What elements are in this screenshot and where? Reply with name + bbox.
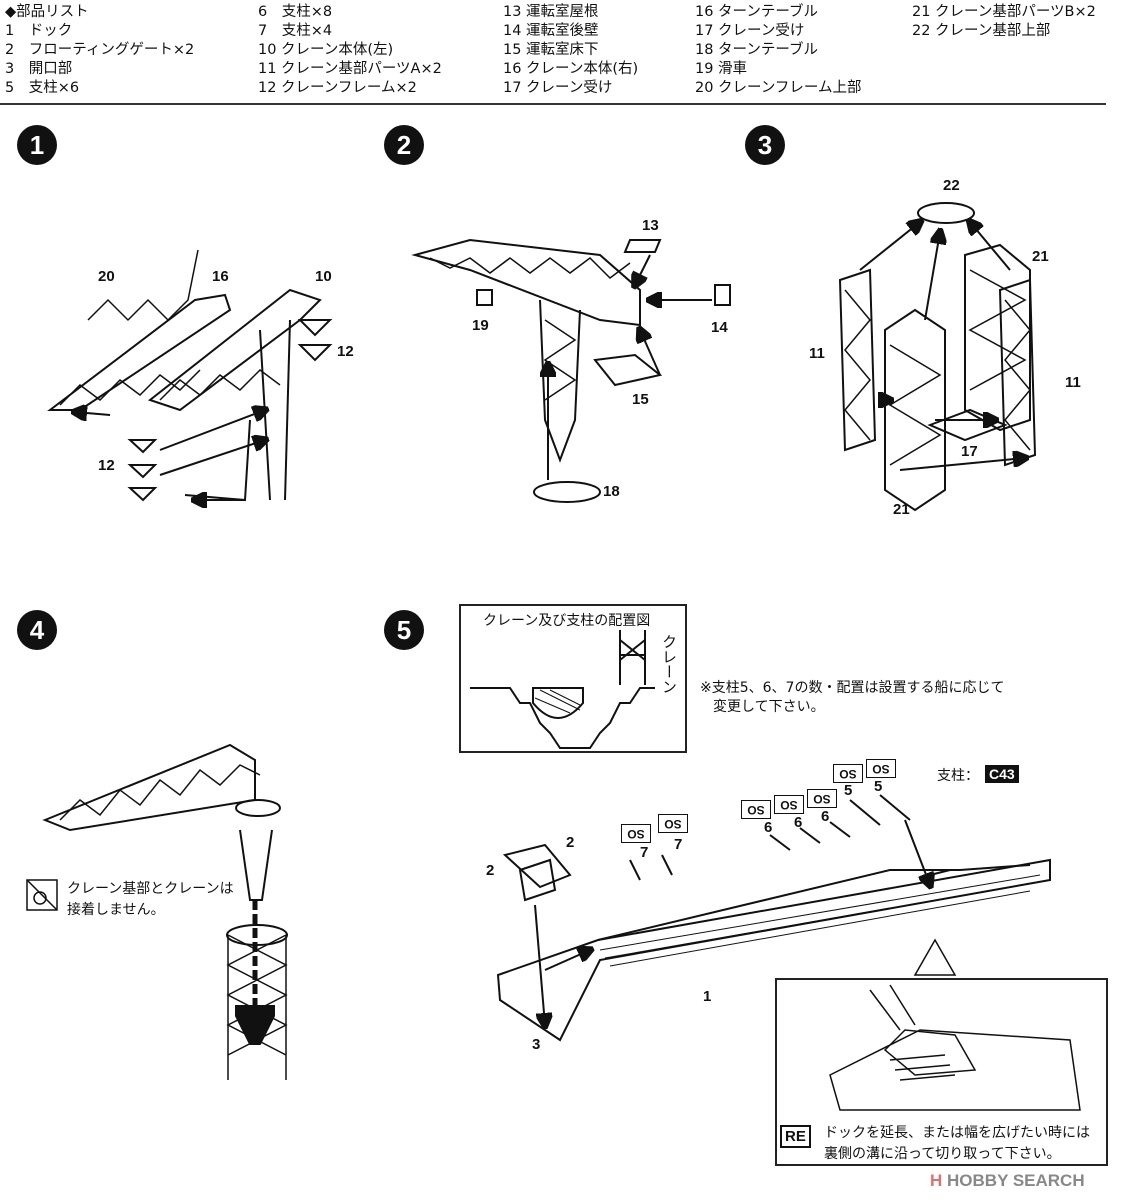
part-label: 13: [642, 217, 659, 234]
pillar-code-badge: C43: [985, 765, 1019, 783]
part-item: 21 クレーン基部パーツB×2: [912, 4, 1096, 20]
pillar-label: 7: [640, 844, 649, 861]
step-marker-2: 2: [384, 125, 424, 165]
detail-dock-drawing: [829, 984, 1081, 1111]
part-label: 3: [532, 1036, 541, 1053]
pillar-label: 5: [874, 778, 883, 795]
re-badge: RE: [780, 1125, 811, 1148]
part-item: 11 クレーン基部パーツA×2: [258, 61, 442, 77]
part-item: 12 クレーンフレーム×2: [258, 80, 417, 96]
part-item: 22 クレーン基部上部: [912, 23, 1051, 39]
pillar-label: 7: [674, 836, 683, 853]
part-item: 7 支柱×4: [258, 23, 333, 39]
part-item: 3 開口部: [5, 61, 73, 77]
pillar-label: 6: [794, 814, 803, 831]
pillar-code-label: 支柱：: [937, 768, 979, 784]
parts-list-column-5: 21 クレーン基部パーツB×2 22 クレーン基部上部: [912, 3, 1096, 41]
part-label: 1: [703, 988, 712, 1005]
part-label: 20: [98, 268, 115, 285]
parts-list-column-1: ◆部品リスト 1 ドック 2 フローティングゲート×2 3 開口部 5 支柱×6: [5, 3, 194, 98]
so-sticker: SO: [658, 814, 688, 833]
no-glue-note-line2: 接着しません。: [67, 902, 165, 918]
inset-crane-label: クレーン: [660, 634, 678, 694]
parts-list-title: ◆部品リスト: [5, 4, 89, 20]
placement-diagram-inset: クレーン及び支柱の配置図 クレーン: [459, 604, 687, 753]
step4-crane-assembly-drawing: [42, 743, 288, 1080]
part-item: 17 クレーン受け: [695, 23, 805, 39]
part-label: 2: [566, 834, 575, 851]
divider: [0, 103, 1106, 105]
part-label: 15: [632, 391, 649, 408]
part-label: 12: [337, 343, 354, 360]
part-item: 17 クレーン受け: [503, 80, 613, 96]
so-sticker: SO: [866, 759, 896, 778]
part-item: 15 運転室床下: [503, 42, 599, 58]
re-note-line1: ドックを延長、または幅を広げたい時には: [824, 1125, 1090, 1141]
part-item: 18 ターンテーブル: [695, 42, 818, 58]
watermark: H HOBBY SEARCH: [930, 1171, 1085, 1191]
re-note-line2: 裏側の溝に沿って切り取って下さい。: [824, 1146, 1061, 1162]
step-marker-5: 5: [384, 610, 424, 650]
inset-title: クレーン及び支柱の配置図: [483, 613, 651, 629]
so-sticker: SO: [741, 800, 771, 819]
watermark-logo: H: [930, 1171, 943, 1190]
pillar-note-line1: ※支柱5、6、7の数・配置は設置する船に応じて: [700, 680, 1005, 696]
part-label: 17: [961, 443, 978, 460]
pillar-label: 5: [844, 782, 853, 799]
pillar-label: 6: [764, 819, 773, 836]
parts-list-column-2: 6 支柱×8 7 支柱×4 10 クレーン本体(左) 11 クレーン基部パーツA…: [258, 3, 442, 98]
step3-crane-base-drawing: [838, 202, 1037, 512]
part-label: 11: [1065, 374, 1081, 391]
part-item: 2 フローティングゲート×2: [5, 42, 195, 58]
part-item: 13 運転室屋根: [503, 4, 599, 20]
no-glue-note-line1: クレーン基部とクレーンは: [67, 881, 234, 897]
part-item: 14 運転室後壁: [503, 23, 599, 39]
part-item: 19 滑車: [695, 61, 748, 77]
part-label: 2: [486, 862, 495, 879]
so-sticker: SO: [807, 789, 837, 808]
part-item: 10 クレーン本体(左): [258, 42, 394, 58]
part-label: 16: [212, 268, 229, 285]
pillar-label: 6: [821, 808, 830, 825]
part-label: 22: [943, 177, 960, 194]
step2-crane-body-drawing: [411, 238, 731, 503]
step1-crane-frame-drawing: [47, 249, 333, 500]
part-label: 10: [315, 268, 332, 285]
step-marker-1: 1: [17, 125, 57, 165]
inset-dock-cross-section: [470, 630, 655, 749]
part-label: 18: [603, 483, 620, 500]
so-sticker: SO: [621, 824, 651, 843]
part-item: 16 クレーン本体(右): [503, 61, 639, 77]
step-marker-3: 3: [745, 125, 785, 165]
part-label: 21: [1032, 248, 1049, 265]
watermark-text: HOBBY SEARCH: [947, 1171, 1085, 1190]
pillar-note-line2: 変更して下さい。: [713, 699, 825, 715]
dock-detail-box: [775, 978, 1108, 1166]
part-label: 19: [472, 317, 489, 334]
parts-list-column-3: 13 運転室屋根 14 運転室後壁 15 運転室床下 16 クレーン本体(右) …: [503, 3, 638, 98]
part-label: 11: [809, 345, 825, 362]
so-sticker: SO: [833, 764, 863, 783]
so-sticker: SO: [774, 795, 804, 814]
part-item: 16 ターンテーブル: [695, 4, 818, 20]
no-glue-icon: [26, 879, 58, 911]
part-label: 21: [893, 501, 910, 518]
part-item: 6 支柱×8: [258, 4, 333, 20]
part-item: 5 支柱×6: [5, 80, 80, 96]
part-label: 14: [711, 319, 728, 336]
step5-dock-drawing: [496, 794, 1051, 1042]
part-item: 1 ドック: [5, 23, 73, 39]
part-label: 12: [98, 457, 115, 474]
parts-list-column-4: 16 ターンテーブル 17 クレーン受け 18 ターンテーブル 19 滑車 20…: [695, 3, 861, 98]
part-item: 20 クレーンフレーム上部: [695, 80, 862, 96]
step-marker-4: 4: [17, 610, 57, 650]
